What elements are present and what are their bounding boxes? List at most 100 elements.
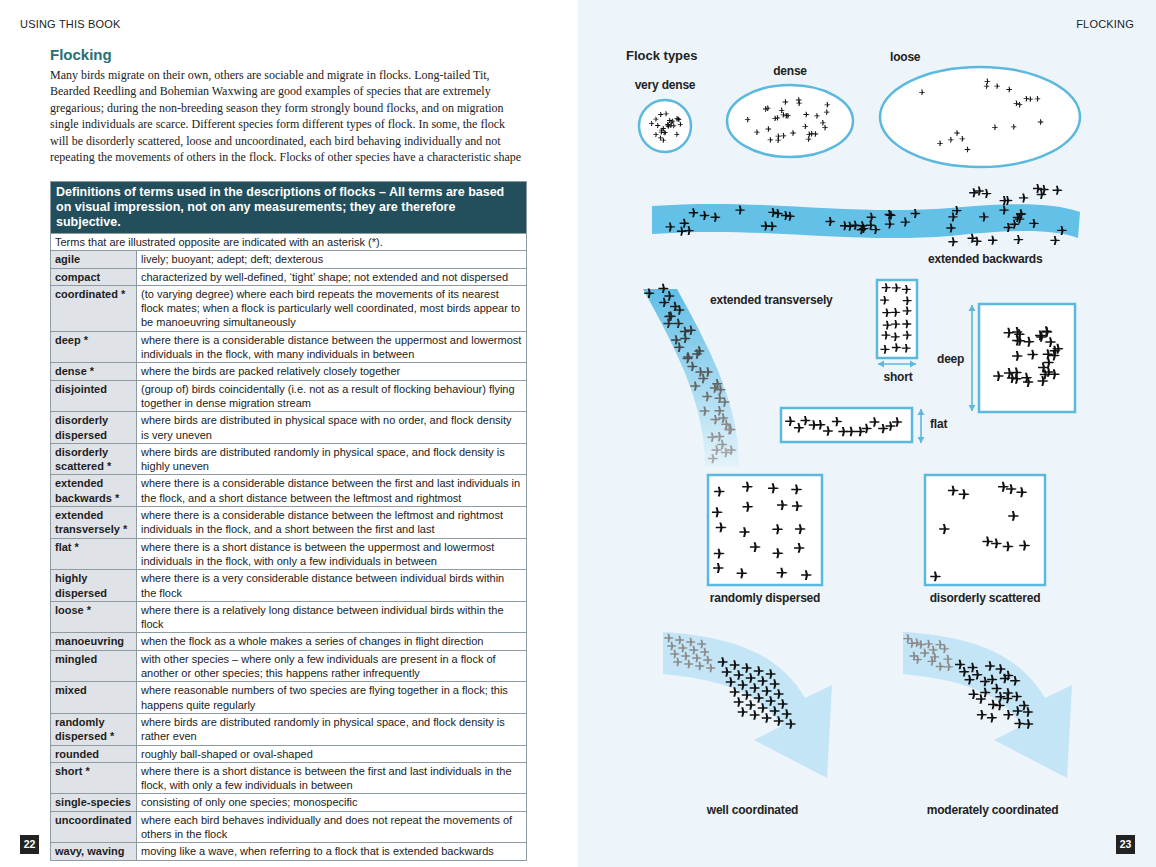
bird: [867, 213, 877, 222]
bird: [717, 440, 728, 449]
bird: [993, 371, 1004, 381]
bird: [1003, 541, 1014, 551]
bird: [1017, 102, 1023, 107]
flock-illustration: [655, 628, 850, 823]
definition-cell: (group of) birds coincidentally (i.e. no…: [137, 381, 526, 412]
frame-box: [708, 475, 822, 585]
flock-type-label: flat: [930, 417, 947, 431]
bird: [779, 108, 785, 113]
bird: [671, 123, 677, 128]
flock-type-label: loose: [890, 50, 920, 64]
bird: [882, 308, 892, 317]
bird: [658, 135, 664, 140]
bird: [790, 130, 796, 135]
bird: [1006, 484, 1017, 494]
bird: [698, 374, 709, 383]
bird: [965, 147, 971, 152]
bird: [881, 345, 891, 354]
bird: [892, 284, 902, 293]
bird: [777, 568, 788, 578]
bird: [743, 502, 754, 512]
definition-cell: where birds are distributed in physical …: [137, 412, 526, 443]
bird: [991, 538, 1002, 548]
bird: [663, 111, 669, 116]
bird: [980, 688, 991, 697]
bird: [1038, 376, 1049, 386]
definition-cell: where there is a very considerable dista…: [137, 570, 526, 601]
bird: [930, 571, 941, 581]
arrowhead: [969, 405, 976, 411]
bird: [655, 123, 661, 128]
bird: [750, 683, 761, 692]
bird: [665, 123, 671, 128]
bird: [707, 433, 718, 442]
bird: [1014, 235, 1024, 244]
bird: [969, 689, 980, 698]
term-cell: loose *: [51, 602, 136, 633]
bird: [678, 122, 684, 127]
bird: [735, 206, 745, 215]
flock-type-label: randomly dispersed: [700, 591, 830, 605]
term-cell: flat *: [51, 539, 136, 570]
bird: [913, 655, 923, 664]
bird: [794, 423, 805, 432]
term-cell: randomly dispersed *: [51, 714, 136, 745]
bird: [674, 132, 680, 137]
bird: [806, 136, 812, 141]
bird: [644, 289, 655, 298]
bird: [712, 507, 723, 517]
term-cell: rounded: [51, 746, 136, 762]
bird: [1011, 124, 1017, 129]
bird: [891, 333, 901, 342]
bird: [992, 125, 998, 130]
term-cell: dense *: [51, 363, 136, 379]
term-cell: mixed: [51, 682, 136, 713]
bird: [901, 218, 911, 227]
bird: [1000, 196, 1010, 205]
bird: [936, 662, 946, 671]
term-cell: extended backwards *: [51, 475, 136, 506]
arrowhead: [969, 305, 976, 311]
flock-illustration: [725, 64, 855, 160]
bird: [770, 706, 781, 715]
bird: [681, 652, 691, 661]
table-heading: Definitions of terms used in the descrip…: [56, 185, 521, 230]
bird: [977, 710, 988, 719]
definition-cell: where there is a relatively long distanc…: [137, 602, 526, 633]
definition-cell: where birds are distributed randomly in …: [137, 714, 526, 745]
bird: [891, 320, 901, 329]
bird: [903, 331, 913, 340]
term-cell: short *: [51, 763, 136, 794]
bird: [881, 331, 891, 340]
bird: [658, 112, 664, 117]
bird: [1014, 329, 1025, 339]
bird: [768, 137, 774, 142]
bird: [659, 298, 670, 307]
bird: [722, 667, 733, 676]
dimension-line: [971, 305, 973, 411]
definition-cell: lively; buoyant; adept; deft; dexterous: [137, 251, 526, 267]
bird: [680, 219, 690, 228]
bird: [659, 128, 665, 133]
flock-outline: [727, 85, 853, 157]
bird: [677, 227, 687, 236]
bird: [680, 334, 691, 343]
bird: [882, 283, 892, 292]
bird: [979, 212, 989, 221]
bird: [924, 640, 934, 649]
flock-type-label: very dense: [630, 78, 700, 92]
definitions-table: Definitions of terms used in the descrip…: [50, 181, 527, 861]
bird: [774, 716, 785, 725]
bird: [987, 713, 998, 722]
bird: [975, 187, 985, 196]
table-note: Terms that are illustrated opposite are …: [51, 234, 526, 250]
bird: [1050, 346, 1061, 356]
bird: [919, 90, 925, 95]
bird: [772, 524, 783, 534]
bird: [775, 138, 781, 143]
frame-box: [979, 304, 1075, 412]
bird: [1012, 327, 1023, 337]
bird: [773, 209, 783, 218]
bird: [692, 349, 703, 358]
